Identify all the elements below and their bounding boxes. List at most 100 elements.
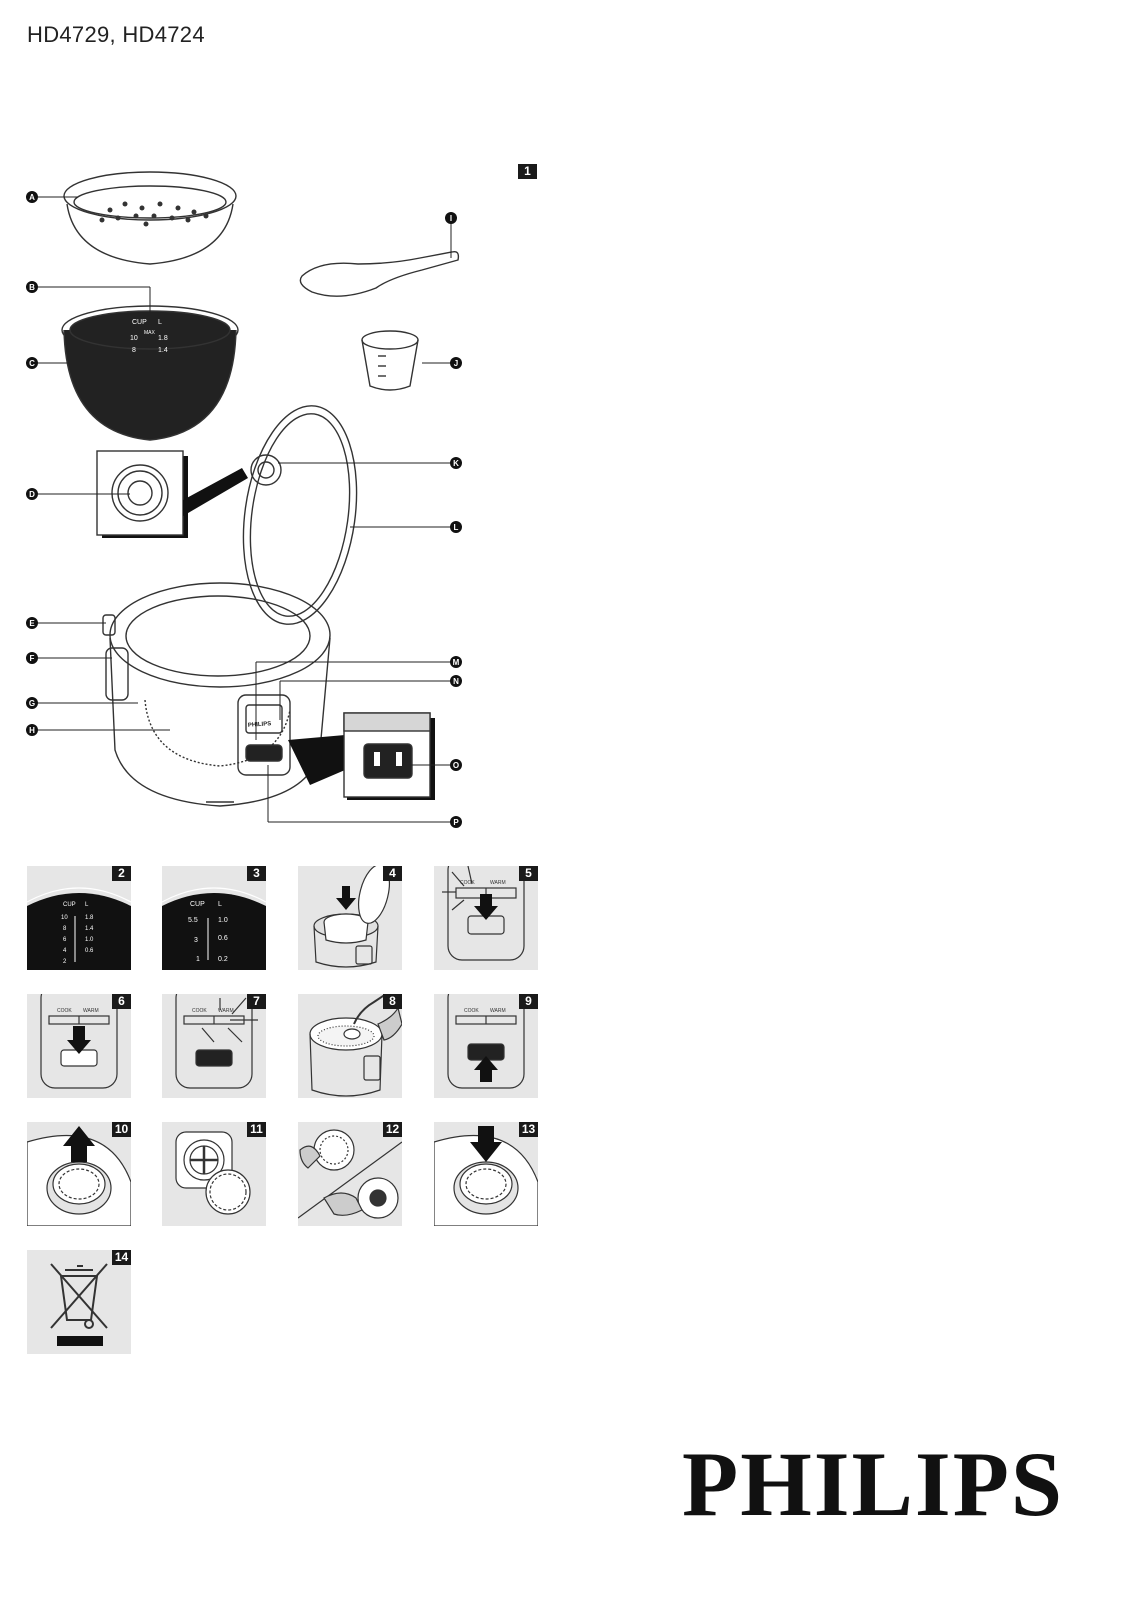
callout-g: G xyxy=(26,697,38,709)
figure-10-remove-vent: 10 xyxy=(27,1122,131,1226)
fig9-cook-label: COOK xyxy=(464,1008,479,1014)
callout-h: H xyxy=(26,724,38,736)
svg-text:E: E xyxy=(29,619,35,628)
fig2-cup-8: 8 xyxy=(63,926,67,932)
fig3-l-0-6: 0.6 xyxy=(218,935,228,942)
figure-5-press-cook: COOK WARM 5 xyxy=(434,866,538,970)
figure-3-number: 3 xyxy=(247,866,266,881)
figure-10-number: 10 xyxy=(112,1122,131,1137)
figure-1-number: 1 xyxy=(518,164,537,179)
svg-text:C: C xyxy=(29,359,35,368)
fig7-cook-label: COOK xyxy=(192,1008,207,1014)
fig2-l-1-0: 1.0 xyxy=(85,937,94,943)
fig2-cup-6: 6 xyxy=(63,937,67,943)
fig2-cup-10: 10 xyxy=(61,915,68,921)
pot-scale-l-1-4: 1.4 xyxy=(158,347,168,354)
callout-e: E xyxy=(26,617,38,629)
figure-11-number: 11 xyxy=(247,1122,266,1137)
figure-3-scale-small: CUP L 5.5 3 1 1.0 0.6 0.2 3 xyxy=(162,866,266,970)
figure-12-number: 12 xyxy=(383,1122,402,1137)
figure-2-scale-large: CUP L 10 8 6 4 2 1.8 1.4 1.0 0.6 2 xyxy=(27,866,131,970)
figure-14-number: 14 xyxy=(112,1250,131,1265)
figure-14-disposal: 14 xyxy=(27,1250,131,1354)
svg-text:A: A xyxy=(29,193,35,202)
pot-scale-cup-10: 10 xyxy=(130,335,138,342)
callout-n: N xyxy=(450,675,462,687)
svg-text:N: N xyxy=(453,677,459,686)
figure-2-number: 2 xyxy=(112,866,131,881)
figure-4-insert-pot: 4 xyxy=(298,866,402,970)
svg-text:G: G xyxy=(29,699,35,708)
fig3-cup-1: 1 xyxy=(196,956,200,963)
callout-o: O xyxy=(450,759,462,771)
svg-text:D: D xyxy=(29,490,35,499)
pot-scale-l-1-8: 1.8 xyxy=(158,335,168,342)
callout-m: M xyxy=(450,656,462,668)
fig9-warm-label: WARM xyxy=(490,1008,506,1014)
callout-b: B xyxy=(26,281,38,293)
fig6-cook-label: COOK xyxy=(57,1008,72,1014)
fig3-l-0-2: 0.2 xyxy=(218,956,228,963)
steaming-basket-drawing xyxy=(63,171,237,265)
callout-a: A xyxy=(26,191,38,203)
svg-text:P: P xyxy=(453,818,459,827)
fig3-cup-5-5: 5.5 xyxy=(188,917,198,924)
fig2-l-1-4: 1.4 xyxy=(85,926,94,932)
body-brand-label: PHILIPS xyxy=(248,721,272,729)
fig2-l-1-8: 1.8 xyxy=(85,915,94,921)
callout-j: J xyxy=(450,357,462,369)
callout-f: F xyxy=(26,652,38,664)
fig7-warm-label: WARM xyxy=(218,1008,234,1014)
svg-text:L: L xyxy=(454,523,459,532)
figure-4-number: 4 xyxy=(383,866,402,881)
cooker-body-drawing xyxy=(102,582,331,807)
svg-text:F: F xyxy=(30,654,35,663)
pot-scale-cup-8: 8 xyxy=(132,347,136,354)
measuring-cup-drawing xyxy=(361,330,419,391)
callout-i: I xyxy=(445,212,457,224)
pot-scale-cup: CUP xyxy=(132,319,147,326)
callout-k: K xyxy=(450,457,462,469)
svg-text:K: K xyxy=(453,459,459,468)
svg-text:O: O xyxy=(453,761,459,770)
figure-13-refit-vent: 13 xyxy=(434,1122,538,1226)
callout-c: C xyxy=(26,357,38,369)
brand-logo: PHILIPS xyxy=(682,1433,1065,1535)
figure-9-number: 9 xyxy=(519,994,538,1009)
svg-text:B: B xyxy=(29,283,35,292)
fig5-cook-label: COOK xyxy=(460,880,475,886)
svg-text:M: M xyxy=(453,658,460,667)
figure-8-number: 8 xyxy=(383,994,402,1009)
figure-12-clean-vent: 12 xyxy=(298,1122,402,1226)
fig3-l-1-0: 1.0 xyxy=(218,917,228,924)
figure-1-overview: CUP L MAX 10 1.8 8 1.4 PHILIPS A B C D E… xyxy=(26,171,462,828)
fig3-cup-3: 3 xyxy=(194,937,198,944)
svg-text:H: H xyxy=(29,726,35,735)
fig5-warm-label: WARM xyxy=(490,880,506,886)
callout-l: L xyxy=(450,521,462,533)
pot-scale-max: MAX xyxy=(144,330,156,336)
callout-d: D xyxy=(26,488,38,500)
figure-11-disassemble-vent: 11 xyxy=(162,1122,266,1226)
svg-text:I: I xyxy=(450,214,452,223)
fig2-l-0-6: 0.6 xyxy=(85,948,94,954)
fig2-cup-2: 2 xyxy=(63,959,67,965)
figure-6-cook-button: COOK WARM 6 xyxy=(27,994,131,1098)
socket-detail xyxy=(288,712,435,800)
fig6-warm-label: WARM xyxy=(83,1008,99,1014)
figure-7-warm-light: COOK WARM 7 xyxy=(162,994,266,1098)
rice-spoon-drawing xyxy=(299,250,460,297)
figure-13-number: 13 xyxy=(519,1122,538,1137)
figure-6-number: 6 xyxy=(112,994,131,1009)
figure-9-release-button: COOK WARM 9 xyxy=(434,994,538,1098)
svg-text:J: J xyxy=(454,359,458,368)
fig3-l-label: L xyxy=(218,901,222,908)
callout-p: P xyxy=(450,816,462,828)
fig2-l-label: L xyxy=(85,902,89,908)
lid-drawing xyxy=(242,405,358,625)
fig2-cup-label: CUP xyxy=(63,902,76,908)
figure-7-number: 7 xyxy=(247,994,266,1009)
figure-5-number: 5 xyxy=(519,866,538,881)
model-number: HD4729, HD4724 xyxy=(27,22,205,47)
figure-8-stir-rice: 8 xyxy=(298,994,402,1098)
